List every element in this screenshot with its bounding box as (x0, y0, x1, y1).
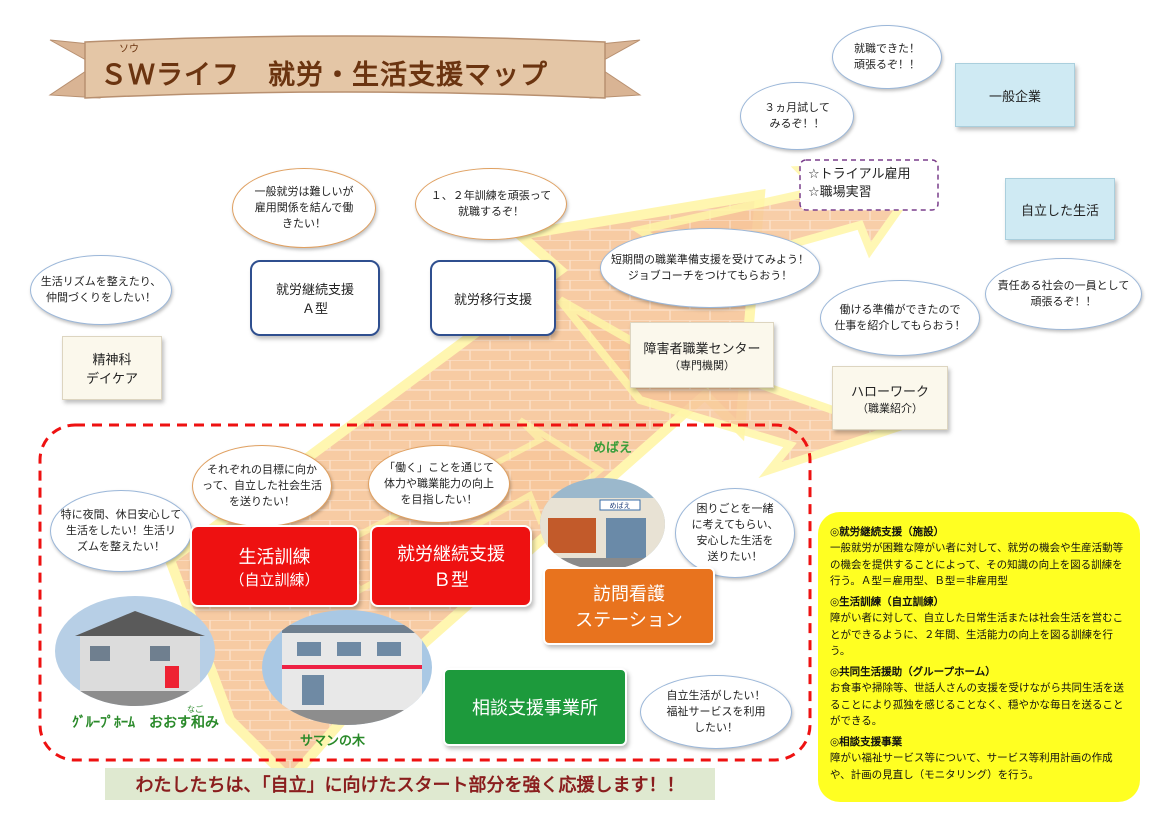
bubble-center: 短期間の職業準備支援を受けてみよう！ ジョブコーチをつけてもらおう！ (600, 228, 820, 308)
box-ippan-kigyo: 一般企業 (955, 63, 1075, 127)
box-soudan-shien: 相談支援事業所 (443, 668, 627, 746)
box-jiritsu-seikatsu: 自立した生活 (1005, 178, 1115, 240)
box-houmon-kango: 訪問看護ステーション (543, 567, 715, 645)
box-hellowork: ハローワーク（職業紹介） (832, 366, 948, 430)
bubble-jiritsu: 責任ある社会の一員として 頑張るぞ！！ (985, 258, 1142, 330)
bubble-ippan-a: 一般就労は難しいが 雇用関係を結んで働 きたい！ (232, 168, 376, 248)
legend-body-3: お食事や掃除等、世話人さんの支援を受けながら共同生活を送ることにより孤独を感じる… (830, 682, 1124, 727)
dashed-region (38, 423, 812, 762)
bubble-soudan: 自立生活がしたい！ 福祉サービスを利用 したい！ (640, 675, 792, 749)
box-center: 障害者職業センター（専門機関） (630, 322, 774, 388)
bubble-seikatsu-rhythm: 生活リズムを整えたり、 仲間づくりをしたい！ (30, 255, 172, 325)
bubble-mokuhyo: それぞれの目標に向か って、自立した社会生活 を送りたい！ (192, 445, 332, 527)
label-group-home: ｸﾞﾙｰﾌﾟﾎｰﾑ おおす和み (72, 715, 219, 731)
mebae-sign: めばえ (610, 501, 631, 510)
legend-heading-3: ◎共同生活援助（グループホーム） (830, 666, 996, 679)
box-seishinka: 精神科デイケア (62, 336, 162, 400)
legend-body-1: 一般就労が困難な障がい者に対して、就労の機会や生産活動等の機会を提供することによ… (830, 542, 1124, 587)
bubble-hataraku: 「働く」ことを通じて 体力や職業能力の向上 を目指したい！ (368, 445, 510, 523)
photo-saman (262, 610, 432, 725)
box-seikatsu-kunren: 生活訓練（自立訓練） (190, 525, 359, 607)
legend-heading-1: ◎就労継続支援（施設） (830, 526, 945, 538)
box-trial-koyo: ☆トライアル雇用☆職場実習 (808, 167, 911, 201)
legend-body-4: 障がい福祉サービス等について、サービス等利用計画の作成や、計画の見直し（モニタリ… (830, 752, 1113, 781)
bubble-trial: ３ヵ月試して みるぞ！！ (740, 82, 854, 150)
legend-heading-4: ◎相談支援事業 (830, 736, 903, 749)
nagomi-ruby: なご (187, 705, 203, 714)
photo-group-home (55, 596, 215, 706)
page-title: ＳＷライフ 就労・生活支援マップ (100, 60, 548, 91)
photo-mebae: めばえ (540, 478, 665, 570)
title-ruby: ソウ (119, 44, 139, 55)
bubble-shushoku: 就職できた！ 頑張るぞ！！ (832, 25, 942, 89)
title-banner (48, 35, 642, 99)
box-ikou-shien: 就労移行支援 (430, 260, 556, 336)
legend-box: ◎就労継続支援（施設） 一般就労が困難な障がい者に対して、就労の機会や生産活動等… (818, 512, 1140, 802)
bubble-ikou: １、２年訓練を頑張って 就職するぞ！ (415, 168, 567, 240)
bubble-hello: 働ける準備ができたので 仕事を紹介してもらおう！ (820, 280, 980, 356)
bubble-komari: 困りごとを一緒 に考えてもらい、 安心した生活を 送りたい！ (675, 488, 795, 578)
slogan: わたしたちは、「自立」に向けたスタート部分を強く応援します！！ (105, 768, 715, 800)
legend-body-2: 障がい者に対して、自立した日常生活または社会生活を営むことができるように、２年間… (830, 612, 1124, 657)
label-saman: サマンの木 (300, 734, 366, 749)
label-mebae: めばえ (593, 441, 633, 456)
bubble-yakan: 特に夜間、休日安心して 生活をしたい！生活リ ズムを整えたい！ (50, 490, 192, 572)
legend-heading-2: ◎生活訓練（自立訓練） (830, 596, 945, 609)
